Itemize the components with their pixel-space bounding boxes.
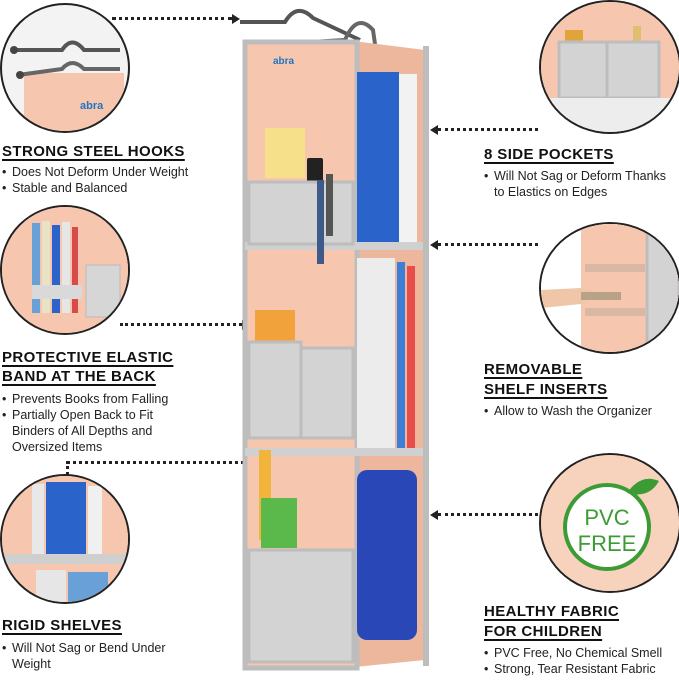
pockets-bullets: Will Not Sag or Deform Thanks to Elastic…	[484, 168, 674, 200]
hooks-bullets: Does Not Deform Under Weight Stable and …	[2, 164, 222, 196]
pvc-badge-line1: PVC	[584, 505, 629, 530]
leaf-icon	[627, 478, 659, 495]
pvc-badge-line2: FREE	[578, 531, 637, 556]
shelf-board	[245, 448, 425, 456]
hook-icon	[12, 40, 120, 52]
bullet-item: PVC Free, No Chemical Smell	[484, 645, 679, 661]
fabric-heading-line1: HEALTHY FABRIC	[484, 603, 620, 620]
side-pocket	[247, 548, 355, 664]
inserts-bullets: Allow to Wash the Organizer	[484, 403, 674, 419]
organizer-product-illustration: abra	[240, 9, 429, 671]
elastic-closeup-illustration	[2, 207, 128, 333]
shelves-closeup-illustration	[2, 476, 128, 602]
elastic-pointer-line	[120, 323, 242, 326]
inserts-closeup-illustration	[541, 224, 679, 352]
shelf-insert	[581, 292, 621, 300]
inserts-closeup-circle	[539, 222, 679, 354]
hooks-closeup-illustration: abra	[10, 40, 124, 131]
elastic-heading-line1: PROTECTIVE ELASTIC	[2, 349, 174, 366]
pockets-closeup-illustration	[541, 2, 679, 132]
elastic-bullets: Prevents Books from Falling Partially Op…	[2, 391, 182, 455]
bullet-item: Stable and Balanced	[2, 180, 222, 196]
bullet-item: Prevents Books from Falling	[2, 391, 182, 407]
fabric-bullets: PVC Free, No Chemical Smell Strong, Tear…	[484, 645, 679, 677]
shelves-pointer-line	[66, 461, 264, 464]
brand-logo: abra	[273, 56, 295, 67]
hooks-heading: STRONG STEEL HOOKS	[2, 143, 185, 160]
inserts-pointer-arrow	[430, 240, 438, 250]
hooks-pointer-arrow	[232, 14, 240, 24]
fabric-panel	[24, 73, 124, 131]
bullet-item: Does Not Deform Under Weight	[2, 164, 222, 180]
shelves-heading: RIGID SHELVES	[2, 617, 122, 634]
elastic-closeup-circle	[0, 205, 130, 335]
hooks-closeup-circle: abra	[0, 3, 130, 133]
pvc-free-badge: PVC FREE	[541, 455, 679, 591]
pvc-free-circle: PVC FREE	[539, 453, 679, 593]
elastic-band	[32, 285, 82, 299]
shelves-closeup-circle	[0, 474, 130, 604]
fabric-pointer-arrow	[430, 510, 438, 520]
side-pocket	[605, 40, 661, 100]
side-pocket	[247, 340, 303, 440]
hook-icon	[17, 61, 120, 77]
bullet-item: Strong, Tear Resistant Fabric	[484, 661, 679, 677]
pockets-closeup-circle	[539, 0, 679, 134]
bullet-item: Will Not Sag or Deform Thanks to Elastic…	[484, 168, 674, 200]
hook-icon	[240, 9, 361, 42]
shelves-pointer-riser	[66, 461, 69, 481]
shelves-bullets: Will Not Sag or Bend Under Weight	[2, 640, 202, 672]
shelf-board	[245, 242, 425, 250]
shelf-board	[2, 554, 128, 564]
fabric-pointer-line	[438, 513, 538, 516]
white-binder	[357, 258, 395, 448]
hooks-pointer-line	[112, 17, 232, 20]
inserts-pointer-line	[438, 243, 538, 246]
bullet-item: Partially Open Back to Fit Binders of Al…	[2, 407, 182, 455]
pockets-heading: 8 SIDE POCKETS	[484, 146, 614, 163]
pockets-pointer-arrow	[430, 125, 438, 135]
side-pocket	[247, 180, 355, 246]
side-pocket	[299, 346, 355, 440]
blue-lunch-box	[357, 470, 417, 640]
inserts-heading-line1: REMOVABLE	[484, 361, 583, 378]
pockets-pointer-line	[438, 128, 538, 131]
brand-logo: abra	[80, 100, 104, 112]
bullet-item: Will Not Sag or Bend Under Weight	[2, 640, 202, 672]
side-pocket	[557, 40, 609, 100]
blue-binder	[357, 72, 399, 242]
bullet-item: Allow to Wash the Organizer	[484, 403, 674, 419]
inserts-heading-line2: SHELF INSERTS	[484, 381, 608, 398]
elastic-heading-line2: BAND AT THE BACK	[2, 368, 156, 385]
fabric-heading-line2: FOR CHILDREN	[484, 623, 603, 640]
